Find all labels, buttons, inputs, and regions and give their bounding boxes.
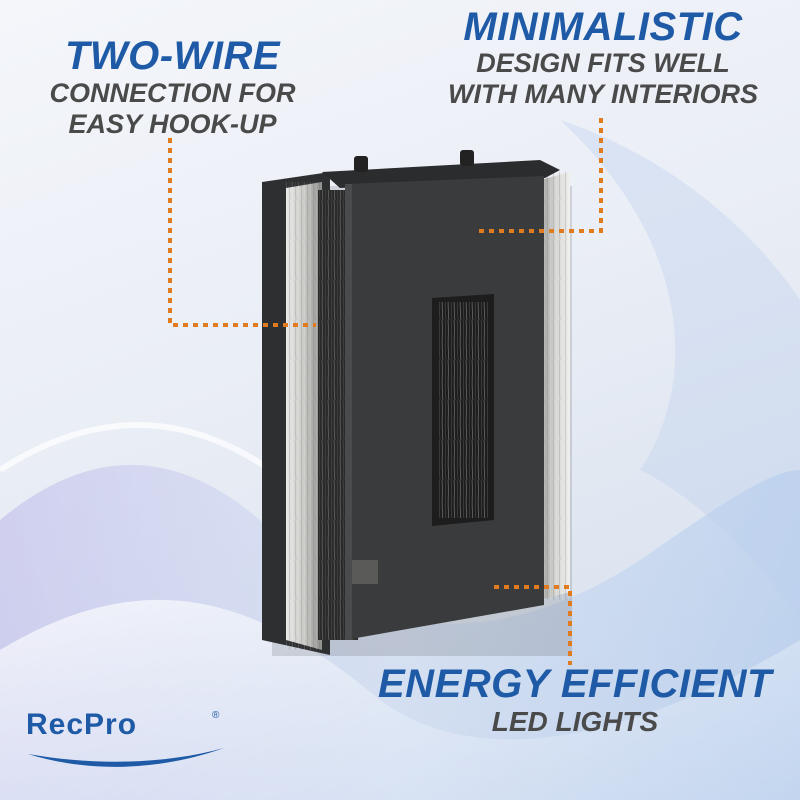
wave-white — [0, 599, 800, 800]
callout-energy-headline: ENERGY EFFICIENT — [378, 662, 772, 706]
swoosh-icon — [28, 748, 224, 767]
fixture-top-bracket — [322, 160, 560, 188]
fixture-bottom-clip — [352, 560, 378, 584]
callout-minimalistic-line-1: DESIGN FITS WELL — [476, 48, 730, 78]
fixture-screw-left — [354, 156, 368, 172]
callout-line-minimal — [476, 118, 603, 233]
brand-logo-registered: ® — [212, 710, 220, 721]
callout-energy: ENERGY EFFICIENT LED LIGHTS — [360, 662, 790, 738]
callout-minimalistic-line-2: WITH MANY INTERIORS — [448, 79, 758, 109]
callout-two-wire-line-2: EASY HOOK-UP — [68, 109, 277, 139]
brand-logo: RecPro ® — [26, 708, 226, 778]
fixture-screw-right — [460, 150, 474, 166]
callout-line-energy — [494, 585, 572, 665]
callout-two-wire-headline: TWO-WIRE — [64, 34, 281, 78]
brand-logo-text: RecPro — [26, 708, 138, 741]
callout-line-two-wire — [168, 138, 316, 327]
callout-minimalistic-headline: MINIMALISTIC — [463, 5, 743, 49]
callout-minimalistic: MINIMALISTIC DESIGN FITS WELL WITH MANY … — [412, 6, 794, 110]
callout-two-wire-line-1: CONNECTION FOR — [49, 78, 296, 108]
wave-right — [560, 120, 800, 620]
callout-energy-line-1: LED LIGHTS — [491, 706, 659, 737]
callout-two-wire: TWO-WIRE CONNECTION FOR EASY HOOK-UP — [10, 34, 335, 140]
